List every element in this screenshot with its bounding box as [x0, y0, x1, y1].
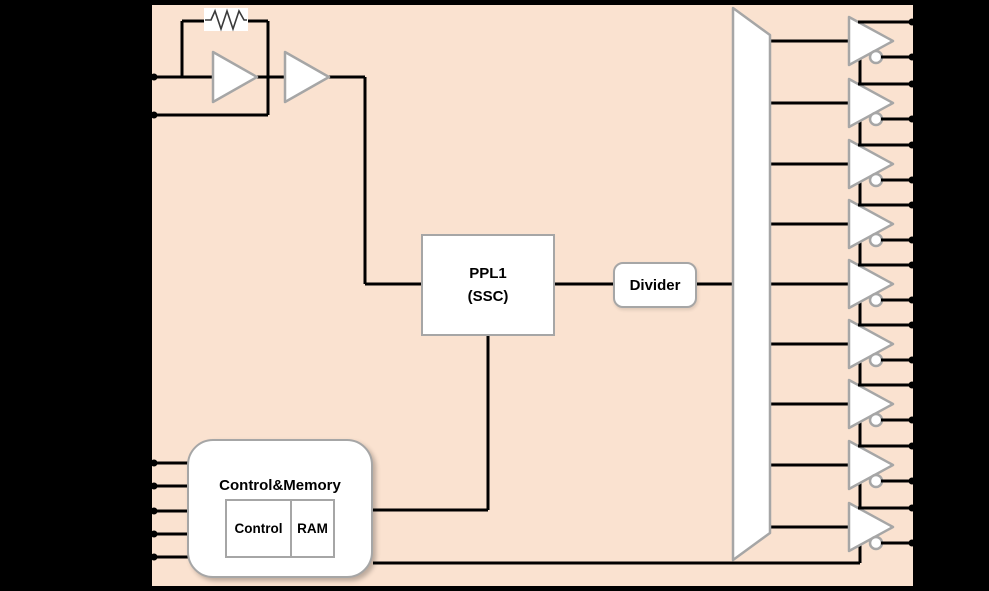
output-comp-pin-dot [908, 236, 916, 244]
inverter-bubble-icon [868, 111, 884, 127]
output-comp-pin-dot [908, 176, 916, 184]
pll-label-line2: (SSC) [467, 288, 509, 305]
inverter-bubble-icon [868, 535, 884, 551]
inverter-bubble-icon [868, 412, 884, 428]
ram-sub-block: RAM [290, 501, 333, 556]
output-comp-pin-dot [908, 356, 916, 364]
control-memory-inner-box: Control RAM [225, 499, 335, 558]
output-true-pin-dot [908, 381, 916, 389]
divider-label: Divider [629, 276, 681, 294]
resistor-icon [205, 8, 247, 32]
inverter-bubble-icon [868, 473, 884, 489]
pll-label-line1: PPL1 [469, 265, 507, 282]
control-pin-dot [150, 459, 158, 467]
output-true-pin-dot [908, 18, 916, 26]
resistor-pad [204, 8, 248, 31]
output-comp-pin-dot [908, 53, 916, 61]
output-true-pin-dot [908, 141, 916, 149]
output-comp-pin-dot [908, 477, 916, 485]
xin-pin-dot [150, 73, 158, 81]
output-comp-pin-dot [908, 115, 916, 123]
output-true-pin-dot [908, 504, 916, 512]
control-pin-dot [150, 553, 158, 561]
xout-pin-dot [150, 111, 158, 119]
divider-block: Divider [613, 262, 697, 308]
pll-block: PPL1 (SSC) [421, 234, 555, 336]
control-memory-title: Control&Memory [219, 477, 341, 494]
output-true-pin-dot [908, 261, 916, 269]
inverter-bubble-icon [868, 292, 884, 308]
control-pin-dot [150, 530, 158, 538]
output-comp-pin-dot [908, 416, 916, 424]
output-true-pin-dot [908, 80, 916, 88]
output-comp-pin-dot [908, 539, 916, 547]
control-sub-block: Control [234, 521, 283, 536]
oscillator-buffer-icon [283, 50, 331, 104]
control-memory-block: Control&Memory Control RAM [187, 439, 373, 578]
control-pin-dot [150, 482, 158, 490]
fanout-trapezoid [731, 6, 772, 562]
output-true-pin-dot [908, 442, 916, 450]
inverter-bubble-icon [868, 232, 884, 248]
output-true-pin-dot [908, 201, 916, 209]
inverter-bubble-icon [868, 49, 884, 65]
inverter-bubble-icon [868, 172, 884, 188]
inverter-bubble-icon [868, 352, 884, 368]
output-comp-pin-dot [908, 296, 916, 304]
control-pin-dot [150, 507, 158, 515]
output-true-pin-dot [908, 321, 916, 329]
oscillator-amp-icon [211, 50, 259, 104]
